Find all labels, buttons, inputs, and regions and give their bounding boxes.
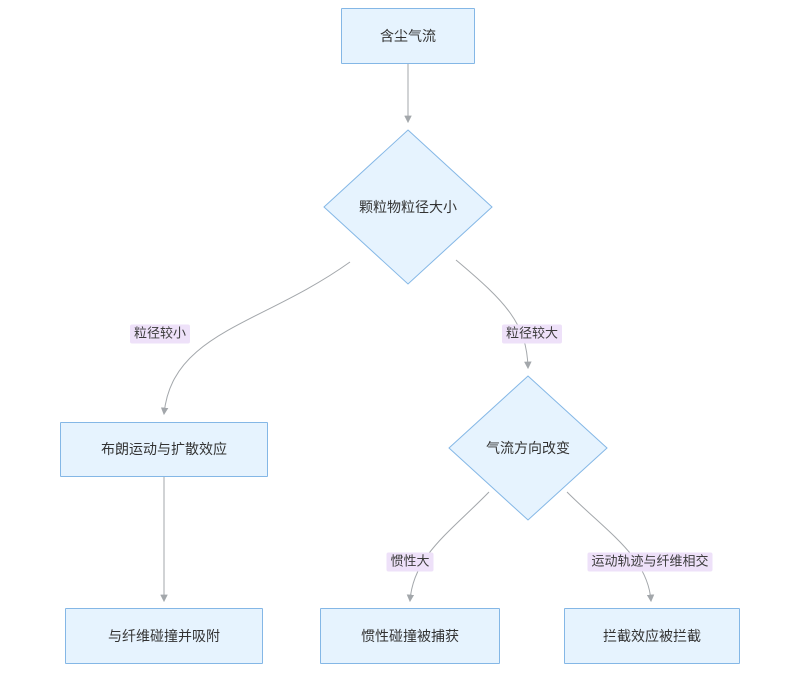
node-inertia-capture: 惯性碰撞被捕获: [320, 608, 500, 664]
edge-label-trajectory-intersect: 运动轨迹与纤维相交: [587, 552, 713, 572]
node-brownian: 布朗运动与扩散效应: [60, 422, 268, 477]
edge-label-big-inertia: 惯性大: [386, 552, 434, 572]
node-decision-particle-size-label: 颗粒物粒径大小: [359, 199, 457, 215]
edge-label-particle-larger: 粒径较大: [501, 324, 563, 344]
node-intercept-label: 拦截效应被拦截: [603, 627, 701, 644]
node-adsorb: 与纤维碰撞并吸附: [65, 608, 263, 664]
node-inertia-capture-label: 惯性碰撞被捕获: [361, 627, 459, 644]
edge-label-particle-smaller: 粒径较小: [129, 324, 191, 344]
node-adsorb-label: 与纤维碰撞并吸附: [108, 627, 220, 644]
node-decision-flow-direction: 气流方向改变: [448, 375, 608, 521]
node-start-label: 含尘气流: [380, 27, 436, 44]
diamond-shape: [323, 129, 493, 285]
node-decision-flow-direction-label: 气流方向改变: [486, 440, 570, 456]
diamond-shape: [448, 375, 608, 521]
node-intercept: 拦截效应被拦截: [564, 608, 740, 664]
node-start: 含尘气流: [341, 8, 475, 64]
node-brownian-label: 布朗运动与扩散效应: [101, 441, 227, 458]
node-decision-particle-size: 颗粒物粒径大小: [323, 129, 493, 285]
